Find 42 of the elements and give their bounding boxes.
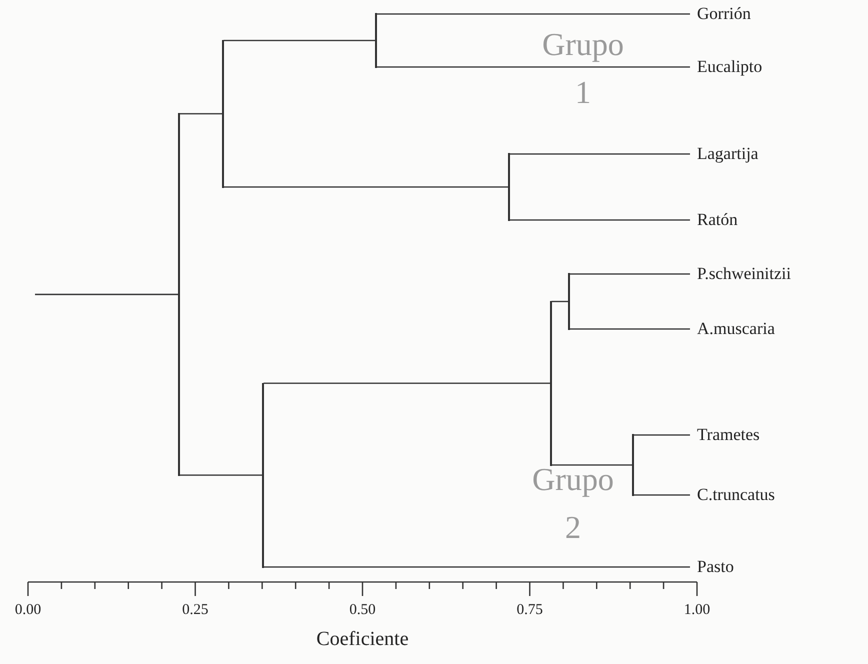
- bracket-line: [262, 382, 264, 568]
- dendrogram-branch: [376, 13, 690, 15]
- leaf-label: A.muscaria: [690, 319, 775, 339]
- leaf-label: Trametes: [690, 425, 760, 445]
- dendrogram-branch: [570, 273, 690, 275]
- group-label: Grupo 1: [541, 25, 625, 112]
- tick-label: 0.25: [182, 602, 208, 619]
- tick-label: 0.75: [516, 602, 543, 619]
- bracket-line: [632, 434, 634, 496]
- axis-title: Coeficiente: [316, 628, 409, 651]
- bracket-line: [508, 153, 510, 221]
- leaf-label: C.truncatus: [690, 485, 775, 505]
- tick-label: 1.00: [684, 602, 710, 619]
- dendrogram-branch: [180, 474, 262, 476]
- tick-label: 0.50: [349, 602, 376, 619]
- bracket-line: [375, 13, 376, 68]
- dendrogram-branch: [552, 300, 568, 302]
- dendrogram-branch: [376, 66, 690, 68]
- leaf-label: Pasto: [690, 557, 734, 577]
- dendrogram-branch: [552, 464, 632, 466]
- bracket-line: [178, 113, 180, 476]
- bracket-line: [222, 40, 224, 188]
- leaf-label: Eucalipto: [690, 57, 762, 77]
- dendrogram-branch: [510, 219, 690, 221]
- dendrogram-branch: [224, 186, 508, 188]
- leaf-label: P.schweinitzii: [690, 264, 791, 284]
- bracket-line: [568, 273, 570, 330]
- leaf-label: Gorrión: [690, 4, 751, 24]
- dendrogram-branch: [634, 494, 690, 496]
- dendrogram-branch: [264, 382, 550, 384]
- bracket-line: [550, 300, 552, 466]
- leaf-label: Lagartija: [690, 144, 758, 164]
- dendrogram-branch: [180, 113, 222, 114]
- tick-label: 0.00: [14, 602, 42, 619]
- dendrogram-branch: [570, 328, 690, 330]
- dendrogram-branch: [510, 153, 690, 155]
- dendrogram-branch: [35, 294, 178, 296]
- group-label: Grupo 2: [531, 460, 615, 547]
- dendrogram-branch: [224, 40, 375, 42]
- dendrogram-branch: [264, 566, 690, 568]
- dendrogram-branch: [634, 434, 690, 436]
- leaf-label: Ratón: [690, 210, 738, 230]
